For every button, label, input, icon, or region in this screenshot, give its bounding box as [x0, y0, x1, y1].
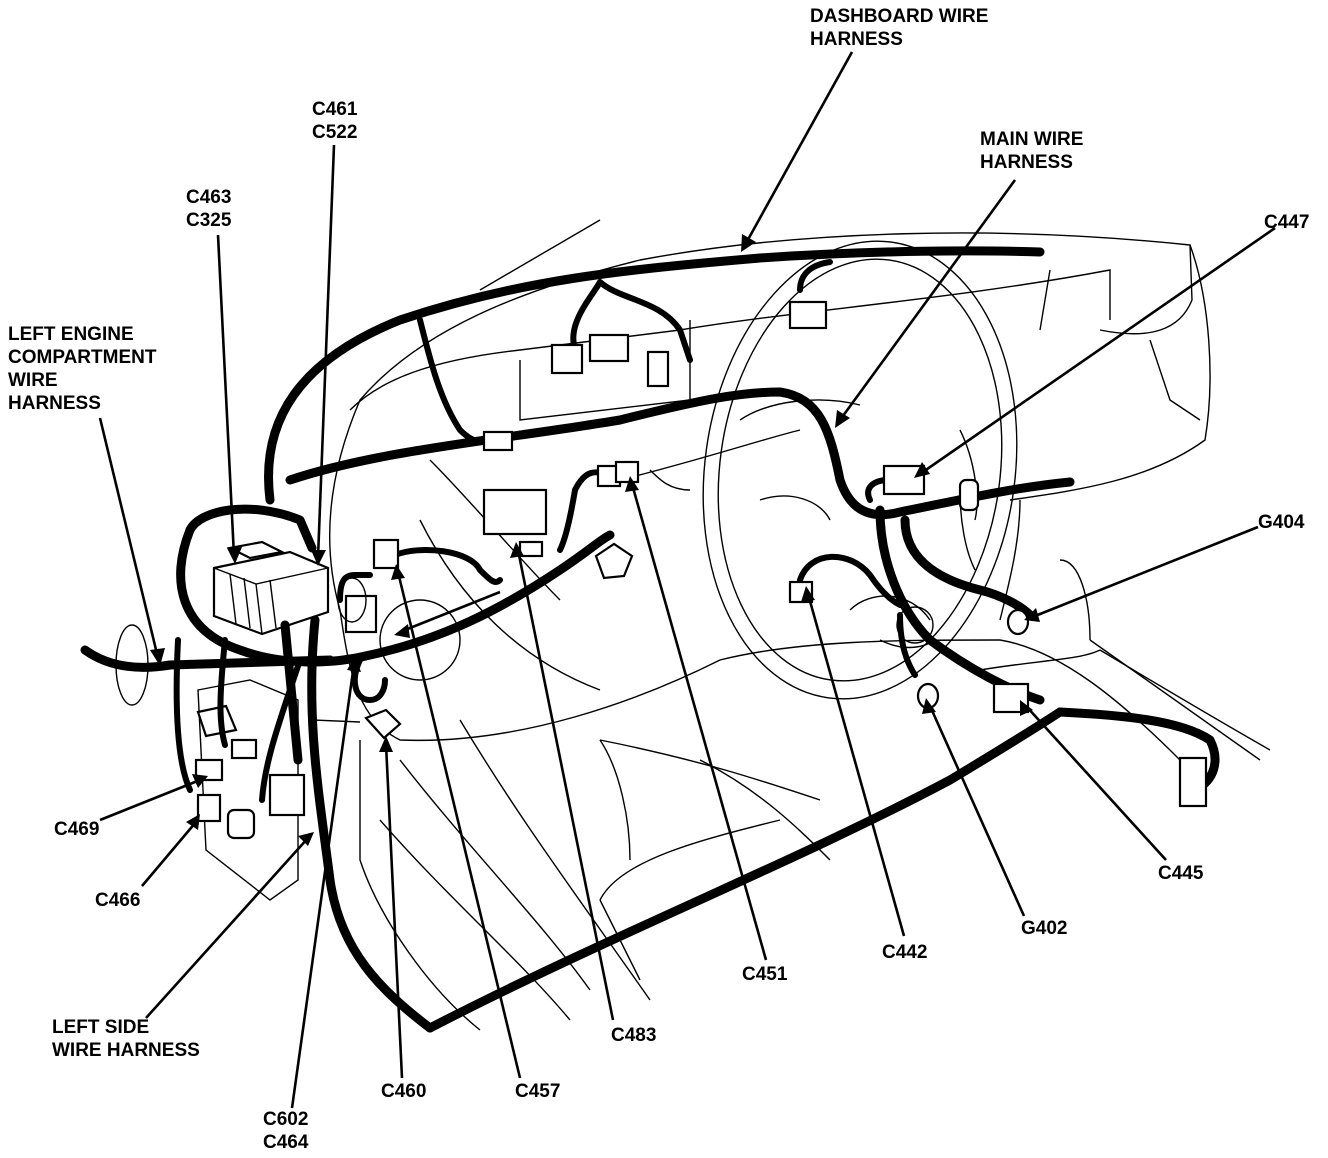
label-c466: C466: [95, 890, 141, 911]
label-c442: C442: [882, 942, 928, 963]
label-left-side-wire-harness: LEFT SIDE WIRE HARNESS: [52, 1017, 200, 1061]
label-c447: C447: [1264, 212, 1310, 233]
arrow-heads: [150, 234, 1040, 846]
label-c469: C469: [54, 819, 100, 840]
label-c451: C451: [742, 964, 788, 985]
label-left-engine-compartment-wire-harness: LEFT ENGINE COMPARTMENT WIRE HARNESS: [8, 324, 157, 414]
label-g402: G402: [1021, 918, 1068, 939]
label-c463-c325: C463 C325: [186, 187, 232, 231]
connectors: [115, 300, 1208, 808]
label-g404: G404: [1258, 512, 1305, 533]
label-c602-c464: C602 C464: [263, 1109, 309, 1153]
steering-wheel: [702, 240, 1018, 700]
label-c457: C457: [515, 1081, 561, 1102]
dashboard-outline: [311, 219, 1271, 1031]
label-c483: C483: [611, 1025, 657, 1046]
label-c445: C445: [1158, 863, 1204, 884]
leader-lines: [98, 51, 1276, 1109]
label-c461-c522: C461 C522: [312, 99, 358, 143]
label-dashboard-wire-harness: DASHBOARD WIRE HARNESS: [810, 6, 989, 50]
fuse-box: [194, 540, 330, 901]
label-c460: C460: [381, 1081, 427, 1102]
label-main-wire-harness: MAIN WIRE HARNESS: [980, 129, 1084, 173]
